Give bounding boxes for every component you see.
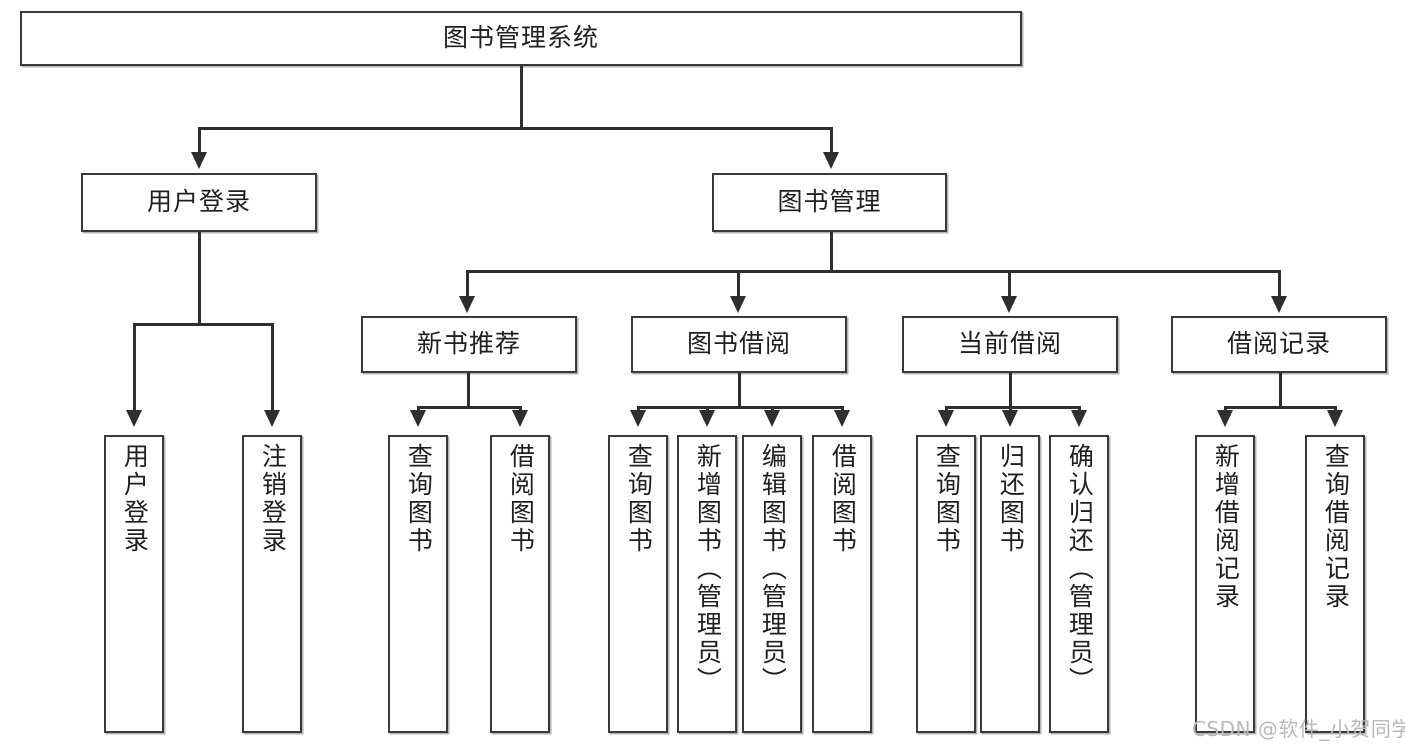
connector-current-borrow-drop-1 — [945, 406, 948, 412]
arrowhead-leaf-confirm-return — [1071, 410, 1087, 427]
connector-user-login-bus — [133, 323, 271, 326]
connector-root-stem — [520, 66, 523, 129]
node-label: 图书管理系统 — [442, 23, 599, 53]
arrowhead-leaf-borrow-book-2 — [834, 410, 850, 427]
connector-new-book-drop-2 — [519, 406, 522, 412]
node-label: 当前借阅 — [957, 329, 1062, 359]
arrowhead-leaf-query-book-1 — [410, 410, 426, 427]
connector-current-borrow-drop-2 — [1009, 406, 1012, 412]
arrowhead-borrow-record — [1271, 296, 1287, 313]
node-label: 编辑图书（管理员） — [758, 443, 788, 695]
node-label: 查询图书 — [932, 443, 962, 555]
node-leaf-query-book-current[interactable]: 查询图书 — [916, 435, 976, 733]
connector-user-login-stem — [198, 232, 201, 325]
node-leaf-query-book-borrow[interactable]: 查询图书 — [608, 435, 668, 733]
arrowhead-leaf-add-book — [699, 410, 715, 427]
node-label: 查询借阅记录 — [1321, 443, 1351, 611]
node-leaf-query-borrow-record[interactable]: 查询借阅记录 — [1305, 435, 1365, 733]
connector-current-borrow-bus — [945, 406, 1080, 409]
node-label: 查询图书 — [404, 443, 434, 555]
arrowhead-book-mgmt — [823, 152, 839, 169]
arrowhead-leaf-user-login — [126, 410, 142, 427]
node-leaf-borrow-book[interactable]: 借阅图书 — [812, 435, 872, 733]
connector-borrow-record-drop-2 — [1334, 406, 1337, 412]
node-label: 借阅图书 — [828, 443, 858, 555]
connector-book-mgmt-drop-1 — [466, 270, 469, 297]
node-label: 图书管理 — [777, 187, 882, 217]
connector-book-borrow-drop-3 — [771, 406, 774, 412]
connector-book-mgmt-drop-4 — [1278, 270, 1281, 297]
arrowhead-book-borrow — [730, 296, 746, 313]
connector-new-book-stem — [467, 373, 470, 408]
connector-book-borrow-bus — [637, 406, 843, 409]
node-root-system[interactable]: 图书管理系统 — [20, 11, 1022, 66]
node-leaf-add-borrow-record[interactable]: 新增借阅记录 — [1195, 435, 1255, 733]
node-label: 用户登录 — [146, 187, 251, 217]
connector-current-borrow-drop-3 — [1078, 406, 1081, 412]
node-leaf-confirm-return-admin[interactable]: 确认归还（管理员） — [1049, 435, 1109, 733]
node-label: 借阅图书 — [506, 443, 536, 555]
connector-book-borrow-drop-4 — [841, 406, 844, 412]
node-leaf-edit-book-admin[interactable]: 编辑图书（管理员） — [742, 435, 802, 733]
node-leaf-user-login[interactable]: 用户登录 — [104, 435, 164, 733]
connector-new-book-drop-1 — [417, 406, 420, 412]
node-label: 新书推荐 — [416, 329, 521, 359]
node-label: 查询图书 — [624, 443, 654, 555]
node-borrow-record[interactable]: 借阅记录 — [1171, 316, 1387, 373]
connector-root-bus — [198, 127, 832, 130]
arrowhead-current-borrow — [1001, 296, 1017, 313]
node-current-borrow[interactable]: 当前借阅 — [902, 316, 1118, 373]
arrowhead-leaf-query-book-2 — [630, 410, 646, 427]
arrowhead-leaf-return-book — [1002, 410, 1018, 427]
connector-root-to-user-login — [198, 127, 201, 153]
node-leaf-return-book[interactable]: 归还图书 — [980, 435, 1040, 733]
node-leaf-logout[interactable]: 注销登录 — [242, 435, 302, 733]
node-user-login[interactable]: 用户登录 — [81, 173, 317, 232]
node-label: 借阅记录 — [1226, 329, 1331, 359]
node-book-management[interactable]: 图书管理 — [712, 173, 947, 232]
arrowhead-leaf-query-record — [1327, 410, 1343, 427]
node-label: 用户登录 — [120, 443, 150, 555]
connector-user-login-drop-1 — [133, 323, 136, 411]
arrowhead-leaf-add-record — [1217, 410, 1233, 427]
node-label: 确认归还（管理员） — [1065, 443, 1095, 695]
connector-book-borrow-stem — [738, 373, 741, 408]
connector-borrow-record-stem — [1279, 373, 1282, 408]
node-new-book-recommend[interactable]: 新书推荐 — [361, 316, 577, 373]
arrowhead-leaf-query-book-3 — [938, 410, 954, 427]
connector-current-borrow-stem — [1009, 373, 1012, 408]
node-leaf-query-book-recommend[interactable]: 查询图书 — [388, 435, 448, 733]
node-label: 图书借阅 — [686, 329, 791, 359]
connector-book-mgmt-bus — [466, 270, 1281, 273]
connector-book-borrow-drop-2 — [706, 406, 709, 412]
arrowhead-leaf-edit-book — [764, 410, 780, 427]
connector-new-book-bus — [417, 406, 521, 409]
node-label: 注销登录 — [258, 443, 288, 555]
node-label: 归还图书 — [996, 443, 1026, 555]
connector-book-mgmt-drop-3 — [1008, 270, 1011, 297]
csdn-watermark: CSDN @软件_小贺同学 — [1192, 717, 1405, 741]
connector-borrow-record-bus — [1224, 406, 1336, 409]
arrowhead-leaf-borrow-book-1 — [512, 410, 528, 427]
connector-user-login-drop-2 — [271, 323, 274, 411]
connector-book-borrow-drop-1 — [637, 406, 640, 412]
connector-borrow-record-drop-1 — [1224, 406, 1227, 412]
connector-root-to-book-mgmt — [830, 127, 833, 153]
node-book-borrow[interactable]: 图书借阅 — [631, 316, 847, 373]
node-leaf-add-book-admin[interactable]: 新增图书（管理员） — [677, 435, 737, 733]
connector-book-mgmt-stem — [830, 232, 833, 272]
arrowhead-user-login — [191, 152, 207, 169]
node-label: 新增图书（管理员） — [693, 443, 723, 695]
arrowhead-new-book-recommend — [459, 296, 475, 313]
node-label: 新增借阅记录 — [1211, 443, 1241, 611]
arrowhead-leaf-logout — [264, 410, 280, 427]
node-leaf-borrow-book-recommend[interactable]: 借阅图书 — [490, 435, 550, 733]
connector-book-mgmt-drop-2 — [737, 270, 740, 297]
